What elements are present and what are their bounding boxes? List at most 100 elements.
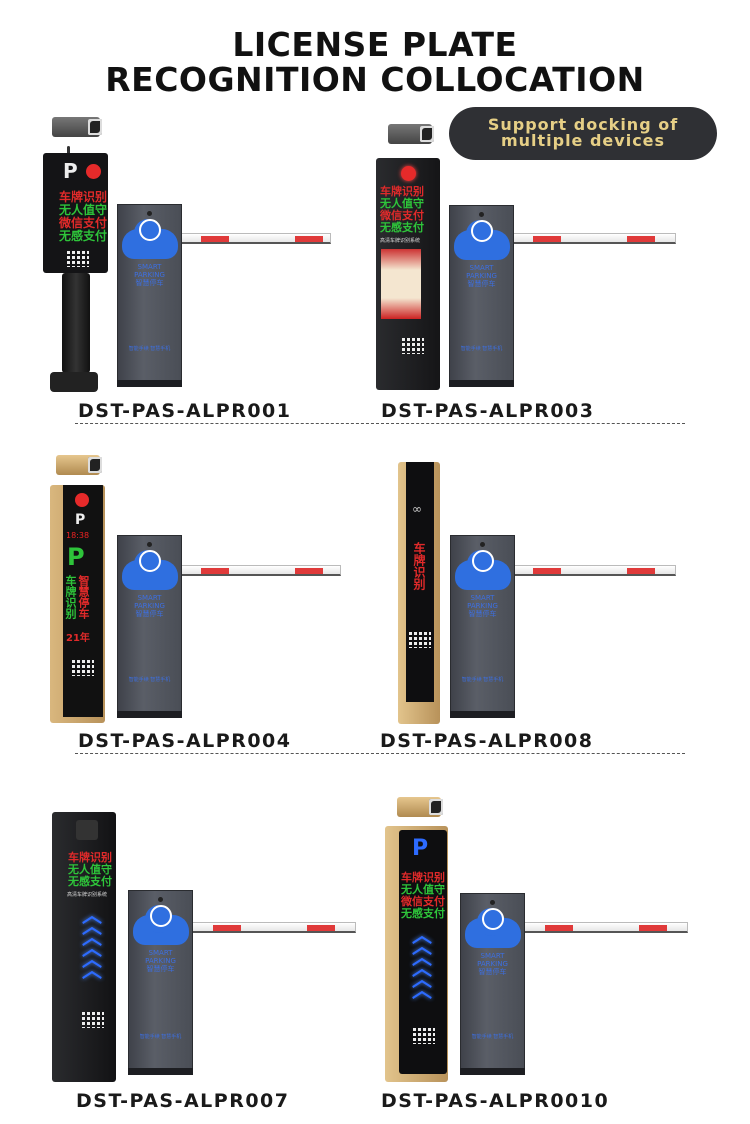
camera-icon [56, 455, 102, 475]
screen-line: 微信支付 [380, 209, 424, 222]
barrier-arm [180, 565, 341, 576]
kiosk-display: P 18:38 P 智慧停车 车牌识别 21年 [63, 485, 103, 717]
logo-icon [482, 908, 504, 930]
logo-icon: ∞ [412, 502, 422, 516]
chevron-up-icon: ︿︿︿︿︿︿ [82, 903, 102, 982]
gate-brand: 智慧停车 [135, 279, 164, 287]
screen-line: 微信支付 [401, 895, 445, 908]
camera-icon [397, 797, 443, 817]
screen-line: 无人值守 [59, 203, 108, 217]
gate-brand: SMART [480, 952, 505, 960]
speaker-grille [409, 632, 431, 648]
parking-sign: P [75, 512, 86, 528]
speaker-grille [72, 660, 94, 676]
badge-line-2: multiple devices [500, 131, 666, 150]
parking-sign-green: P [67, 543, 85, 571]
parking-sign: P [63, 159, 78, 183]
model-label: DST-PAS-ALPR003 [381, 400, 595, 422]
screen-line: 无感支付 [59, 229, 108, 243]
kiosk-body: P 车牌识别 无人值守 微信支付 无感支付 ︿︿︿︿︿︿ [385, 826, 448, 1082]
camera-mount [67, 146, 70, 156]
red-light-icon [401, 166, 416, 181]
kiosk-display: P 车牌识别 无人值守 微信支付 无感支付 ︿︿︿︿︿︿ [399, 830, 447, 1074]
screen-line: 21年 [66, 633, 90, 644]
screen-line: 车牌识别 [380, 185, 424, 198]
screen-line: 无人值守 [401, 883, 445, 896]
model-label: DST-PAS-ALPR008 [380, 730, 594, 752]
kiosk-body: P 18:38 P 智慧停车 车牌识别 21年 [50, 485, 105, 723]
screen-caption: 高清车牌识别系统 [67, 892, 108, 898]
screen-line: 车牌识别 [59, 190, 108, 204]
model-label: DST-PAS-ALPR0010 [381, 1090, 610, 1112]
barrier-arm [524, 922, 688, 933]
gate-footer: 智能手续 智慧手机 [128, 677, 171, 683]
gate-brand: 智慧停车 [467, 280, 496, 288]
screen-caption: 高清车牌识别系统 [380, 238, 421, 244]
kiosk-display: ∞ 车牌识别 [406, 462, 434, 702]
gate-brand: 智慧停车 [135, 610, 164, 618]
kiosk-display: 车牌识别 无人值守 微信支付 无感支付 高清车牌识别系统 [376, 158, 440, 390]
screen-line: 无感支付 [380, 221, 424, 234]
kiosk-display: 车牌识别 无人值守 无感支付 高清车牌识别系统 ︿︿︿︿︿︿ [52, 812, 116, 1082]
model-label: DST-PAS-ALPR001 [78, 400, 292, 422]
gate-footer: 智能手续 智慧手机 [461, 677, 504, 683]
screen-line: 车牌识别 [401, 871, 445, 884]
gate-brand: 智慧停车 [468, 610, 497, 618]
kiosk-display: P 车牌识别 无人值守 微信支付 无感支付 [43, 153, 108, 273]
divider [75, 753, 685, 754]
gate-brand: PARKING [466, 272, 497, 280]
gate-brand: SMART [469, 264, 494, 272]
screen-line: 智慧停车 [77, 575, 90, 619]
gate-footer: 智能手续 智慧手机 [128, 346, 171, 352]
speaker-grille [402, 338, 424, 354]
barrier-arm [192, 922, 356, 933]
docking-badge: Support docking of multiple devices [449, 107, 717, 160]
gate-brand: PARKING [145, 957, 176, 965]
gate-brand: SMART [470, 594, 495, 602]
kiosk-body: ∞ 车牌识别 [398, 462, 440, 724]
ad-screen [381, 249, 421, 319]
camera-icon [76, 820, 98, 840]
title-line-2: RECOGNITION COLLOCATION [105, 60, 645, 99]
screen-line: 车牌识别 [412, 542, 426, 590]
screen-line: 无感支付 [68, 875, 112, 888]
screen-line: 无人值守 [380, 197, 424, 210]
speaker-grille [82, 1012, 104, 1028]
parking-sign: P [412, 836, 429, 861]
gate-footer: 智能手续 智慧手机 [471, 1034, 514, 1040]
gate-brand: PARKING [134, 271, 165, 279]
screen-line: 无人值守 [68, 863, 112, 876]
badge-line-1: Support docking of [487, 115, 679, 134]
model-label: DST-PAS-ALPR004 [78, 730, 292, 752]
gate-brand: PARKING [467, 602, 498, 610]
gate-brand: SMART [137, 263, 162, 271]
time-display: 18:38 [66, 531, 90, 540]
camera-icon [52, 117, 102, 137]
gate-brand: PARKING [477, 960, 508, 968]
logo-icon [471, 220, 493, 242]
divider [75, 423, 685, 424]
model-label: DST-PAS-ALPR007 [76, 1090, 290, 1112]
barrier-arm [512, 233, 676, 244]
title-line-1: LICENSE PLATE [232, 25, 518, 64]
gate-footer: 智能手续 智慧手机 [460, 346, 503, 352]
red-light-icon [86, 164, 101, 179]
speaker-grille [413, 1028, 435, 1044]
screen-line: 微信支付 [59, 216, 108, 230]
barrier-arm [180, 233, 331, 244]
gate-brand: 智慧停车 [146, 965, 175, 973]
chevron-up-icon: ︿︿︿︿︿︿ [412, 923, 432, 1002]
barrier-arm [512, 565, 676, 576]
logo-icon [472, 550, 494, 572]
gate-brand: SMART [137, 594, 162, 602]
gate-brand: PARKING [134, 602, 165, 610]
logo-icon [150, 905, 172, 927]
screen-line: 无感支付 [401, 907, 445, 920]
logo-icon [139, 550, 161, 572]
screen-line: 车牌识别 [68, 851, 112, 864]
